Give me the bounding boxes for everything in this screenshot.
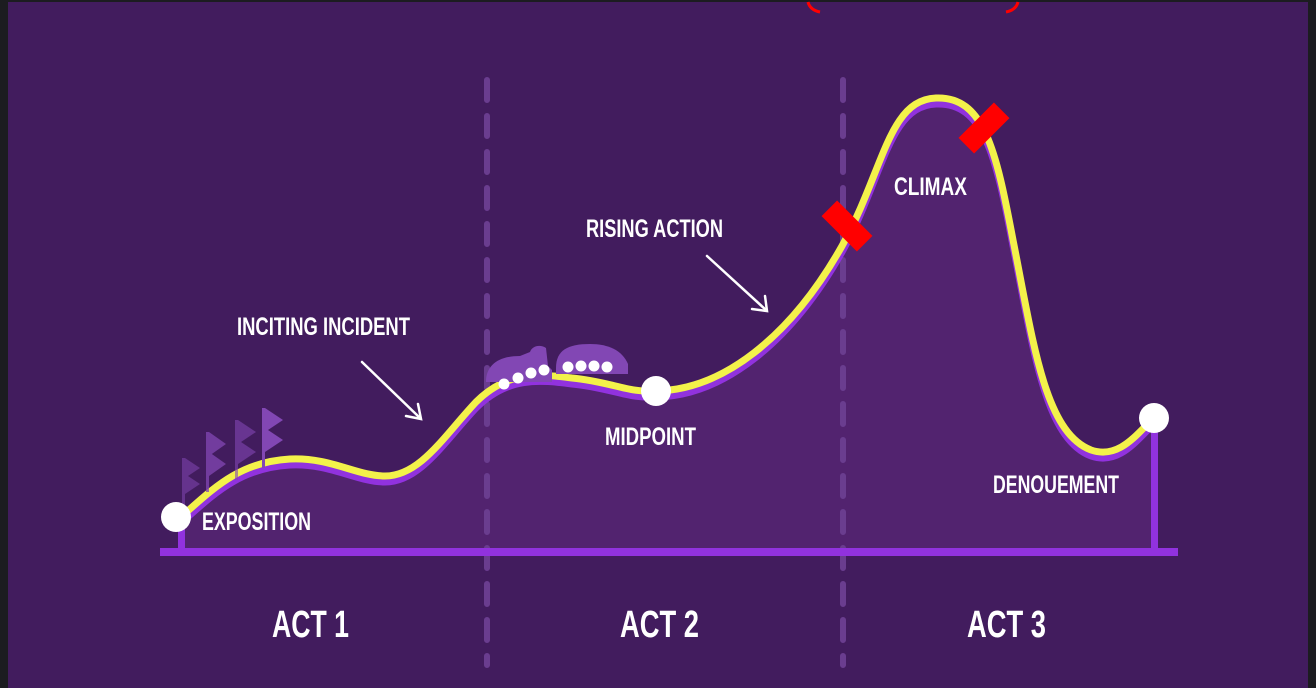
top-red-mark: [806, 1, 1020, 14]
exposition-marker: [161, 502, 191, 532]
story-arc-line: [178, 94, 1158, 520]
climax-end-marker: [958, 102, 1010, 154]
story-baseline: [160, 548, 1178, 556]
inciting-arrow-icon: [360, 360, 423, 421]
exposition-label: EXPOSITION: [202, 508, 311, 536]
denouement-post: [1151, 418, 1158, 552]
act-2-label: ACT 2: [620, 604, 699, 646]
flags-icon: [182, 408, 283, 508]
midpoint-label: MIDPOINT: [605, 423, 696, 451]
rollercoaster-icon: [486, 344, 628, 390]
climax-start-marker: [821, 200, 873, 252]
diagram-background: [8, 2, 1308, 688]
rising-arrow-icon: [705, 254, 769, 313]
act-3-label: ACT 3: [967, 604, 1046, 646]
act-1-label: ACT 1: [272, 604, 349, 646]
denouement-marker: [1139, 403, 1169, 433]
exposition-post: [178, 516, 185, 552]
midpoint-marker: [641, 376, 671, 406]
inciting-incident-label: INCITING INCIDENT: [237, 313, 410, 341]
rising-action-label: RISING ACTION: [586, 215, 723, 243]
climax-label: CLIMAX: [894, 173, 967, 201]
story-area-fill: [182, 97, 1154, 552]
denouement-label: DENOUEMENT: [993, 471, 1119, 499]
